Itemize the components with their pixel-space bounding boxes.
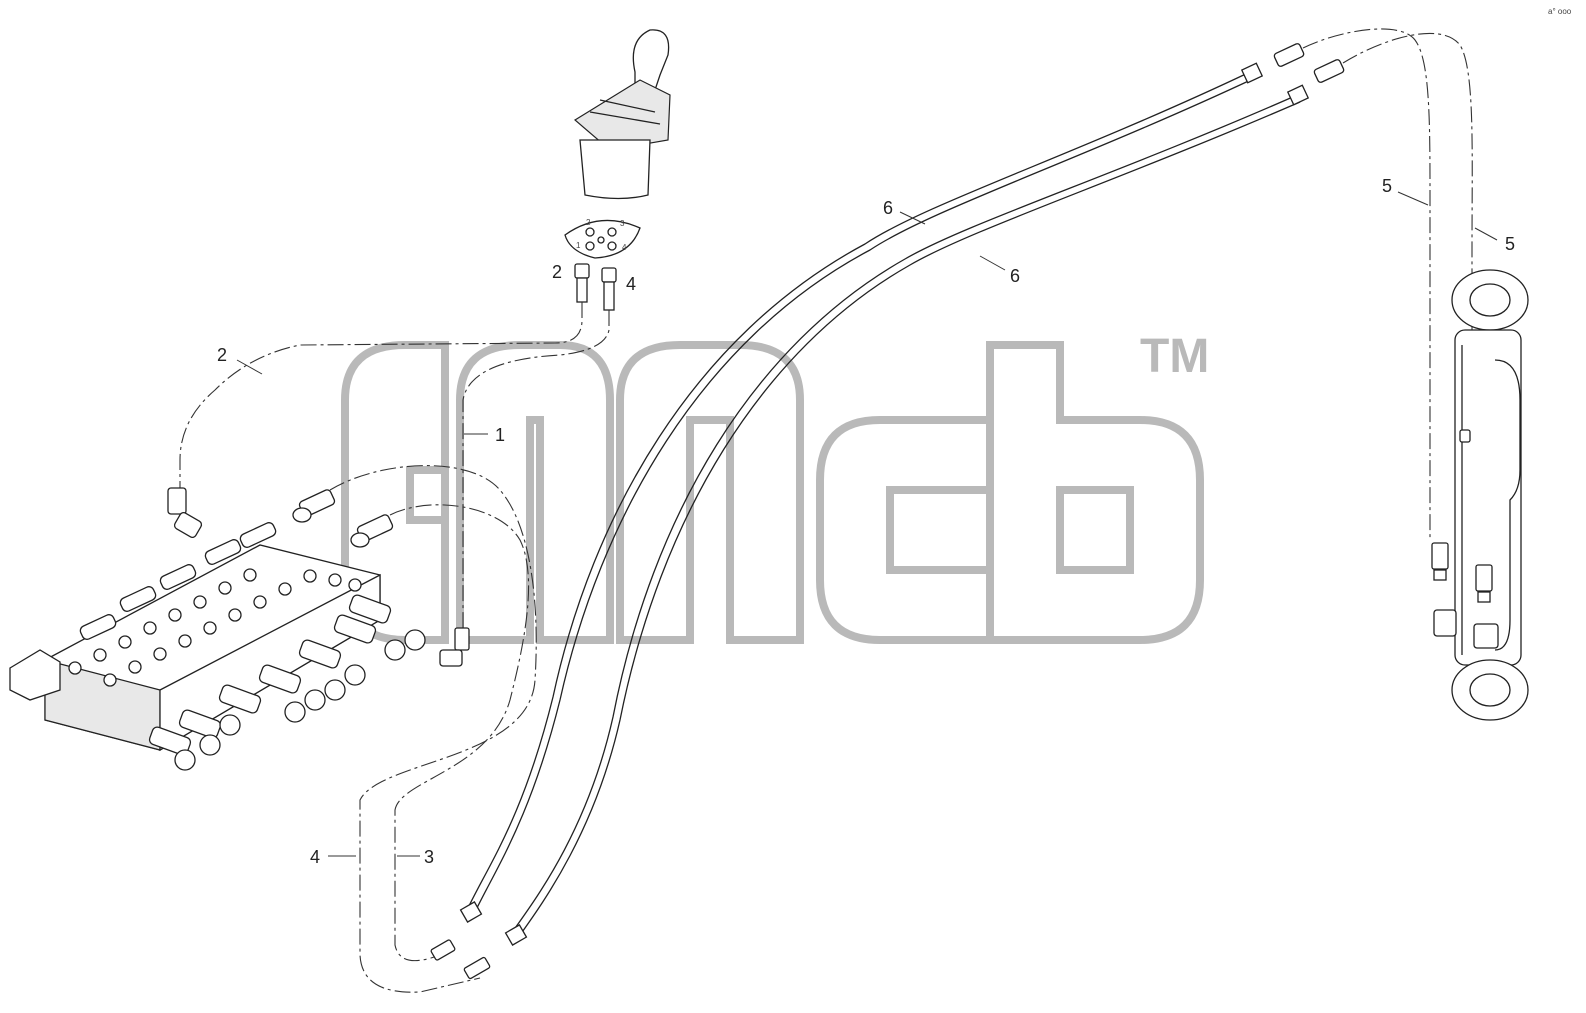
plate-number: 1 xyxy=(576,241,581,250)
hose-6-pair xyxy=(459,62,1310,946)
callout-5: 5 xyxy=(1382,176,1392,196)
pilot-hose-2 xyxy=(179,302,583,488)
hose-5a xyxy=(1302,28,1431,540)
couplers-top xyxy=(1273,43,1345,83)
valve-outlet-ports xyxy=(174,629,426,771)
callouts: 1 2 2 3 4 4 5 5 6 6 xyxy=(217,176,1515,867)
leader-lines xyxy=(236,191,1498,857)
valve-ports xyxy=(68,568,362,687)
callout-5: 5 xyxy=(1505,234,1515,254)
plate-fittings xyxy=(574,263,617,311)
plate-number: 2 xyxy=(586,218,591,227)
joystick xyxy=(573,29,671,200)
callout-2: 2 xyxy=(552,262,562,282)
plate-number: 3 xyxy=(620,219,625,228)
trademark-text: TM xyxy=(1140,330,1209,383)
control-valve-block xyxy=(9,522,426,771)
callout-4: 4 xyxy=(626,274,636,294)
pilot-hose-1 xyxy=(462,310,610,640)
pilot-hose-4 xyxy=(329,465,537,993)
valve-spools xyxy=(79,522,392,756)
watermark-logo: TM xyxy=(341,330,1209,644)
port-plate: 2 3 1 4 xyxy=(564,218,641,259)
corner-mark: a° ooo xyxy=(1548,7,1572,16)
callout-1: 1 xyxy=(495,425,505,445)
callout-6: 6 xyxy=(883,198,893,218)
plate-number: 4 xyxy=(622,243,627,252)
hose-end-fittings xyxy=(167,487,491,980)
callout-2: 2 xyxy=(217,345,227,365)
callout-3: 3 xyxy=(424,847,434,867)
hydraulic-cylinder xyxy=(1431,269,1529,721)
pilot-hose-3 xyxy=(389,504,530,962)
callout-4: 4 xyxy=(310,847,320,867)
callout-6: 6 xyxy=(1010,266,1020,286)
